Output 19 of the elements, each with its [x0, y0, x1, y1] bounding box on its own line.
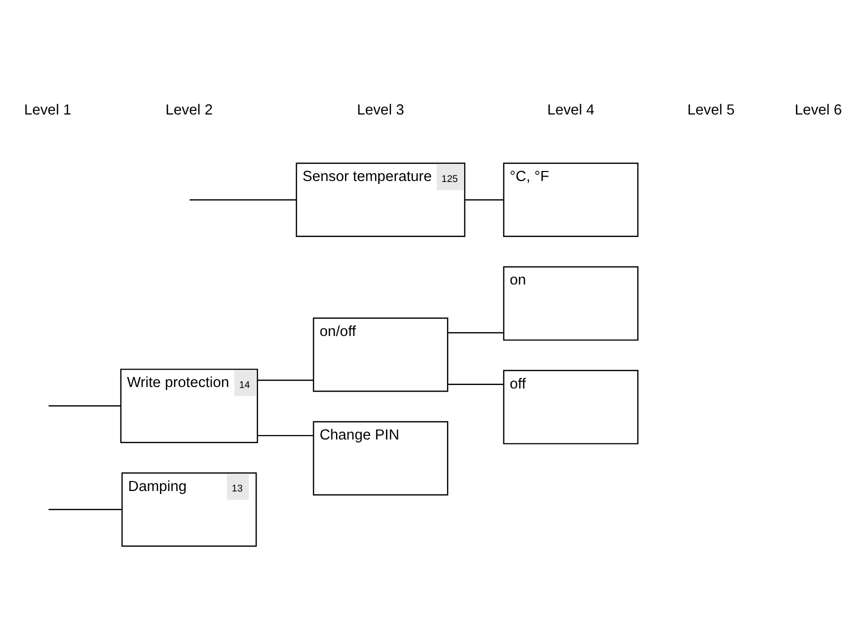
connector: [448, 384, 504, 385]
node-box: off: [503, 370, 638, 444]
connector: [190, 199, 296, 200]
connector: [48, 405, 121, 406]
connector: [258, 434, 314, 436]
connector: [48, 508, 122, 510]
node-box: °C, °F: [503, 162, 638, 238]
label: Level 6: [794, 102, 842, 119]
label: Level 2: [166, 102, 213, 119]
label: Level 1: [24, 102, 72, 119]
connector: [258, 380, 314, 381]
node-box: on/off: [312, 318, 448, 392]
label: Level 4: [547, 102, 594, 119]
label: Level 5: [687, 102, 735, 119]
node-box: Change PIN: [312, 421, 448, 496]
connector: [465, 199, 504, 200]
label: Level 3: [356, 102, 404, 119]
connector: [448, 332, 504, 334]
node-box: on: [503, 266, 638, 341]
